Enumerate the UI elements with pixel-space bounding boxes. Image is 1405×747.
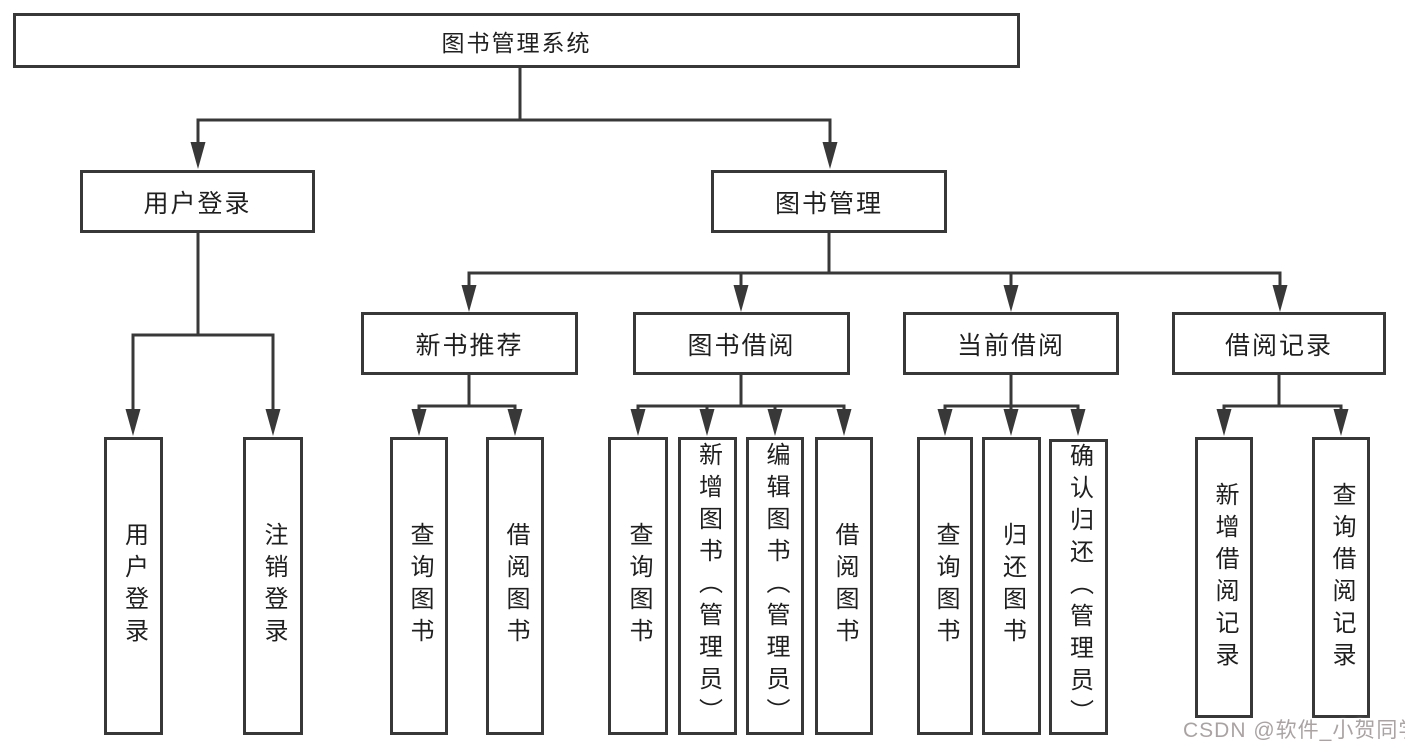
leaf-query-borrow-record: 查询借阅记录 <box>1312 437 1370 718</box>
node-current-borrowing-label: 当前借阅 <box>956 331 1065 360</box>
leaf-query-books-recommend: 查询图书 <box>390 437 448 735</box>
leaf-edit-books-admin: 编辑图书（管理员） <box>746 437 804 735</box>
leaf-logout: 注销登录 <box>243 437 303 735</box>
leaf-query-borrow-record-label: 查询借阅记录 <box>1328 481 1355 674</box>
node-root: 图书管理系统 <box>13 13 1020 68</box>
leaf-user-login: 用户登录 <box>104 437 163 735</box>
node-book-management-label: 图书管理 <box>774 189 883 218</box>
node-new-book-recommend-label: 新书推荐 <box>415 331 524 360</box>
leaf-add-borrow-record: 新增借阅记录 <box>1195 437 1253 718</box>
node-user-login-label: 用户登录 <box>143 189 252 218</box>
node-book-borrowing-label: 图书借阅 <box>687 331 796 360</box>
leaf-return-books: 归还图书 <box>982 437 1041 735</box>
leaf-return-books-label: 归还图书 <box>998 522 1026 650</box>
csdn-watermark: CSDN @软件_小贺同学 <box>1183 719 1405 742</box>
leaf-borrow-books: 借阅图书 <box>815 437 873 735</box>
leaf-query-books-current-label: 查询图书 <box>932 522 959 650</box>
node-borrowing-records: 借阅记录 <box>1172 312 1386 375</box>
leaf-borrow-books-recommend-label: 借阅图书 <box>502 522 529 650</box>
leaf-logout-label: 注销登录 <box>260 522 287 650</box>
leaf-borrow-books-recommend: 借阅图书 <box>486 437 544 735</box>
leaf-query-books-recommend-label: 查询图书 <box>406 522 433 650</box>
leaf-borrow-books-label: 借阅图书 <box>831 522 858 650</box>
node-book-borrowing: 图书借阅 <box>633 312 850 375</box>
leaf-edit-books-admin-label: 编辑图书（管理员） <box>762 442 789 730</box>
node-root-label: 图书管理系统 <box>441 29 592 56</box>
leaf-query-books-current: 查询图书 <box>917 437 973 735</box>
leaf-confirm-return-admin-label: 确认归还（管理员） <box>1065 443 1093 731</box>
leaf-user-login-label: 用户登录 <box>120 522 148 650</box>
node-borrowing-records-label: 借阅记录 <box>1224 331 1333 360</box>
leaf-confirm-return-admin: 确认归还（管理员） <box>1049 439 1108 735</box>
leaf-query-books-borrowing: 查询图书 <box>608 437 668 735</box>
node-user-login: 用户登录 <box>80 170 315 233</box>
node-current-borrowing: 当前借阅 <box>903 312 1119 375</box>
node-new-book-recommend: 新书推荐 <box>361 312 578 375</box>
leaf-add-books-admin: 新增图书（管理员） <box>678 437 737 735</box>
leaf-add-books-admin-label: 新增图书（管理员） <box>694 442 722 730</box>
leaf-add-borrow-record-label: 新增借阅记录 <box>1211 481 1238 674</box>
node-book-management: 图书管理 <box>711 170 947 233</box>
leaf-query-books-borrowing-label: 查询图书 <box>625 522 652 650</box>
